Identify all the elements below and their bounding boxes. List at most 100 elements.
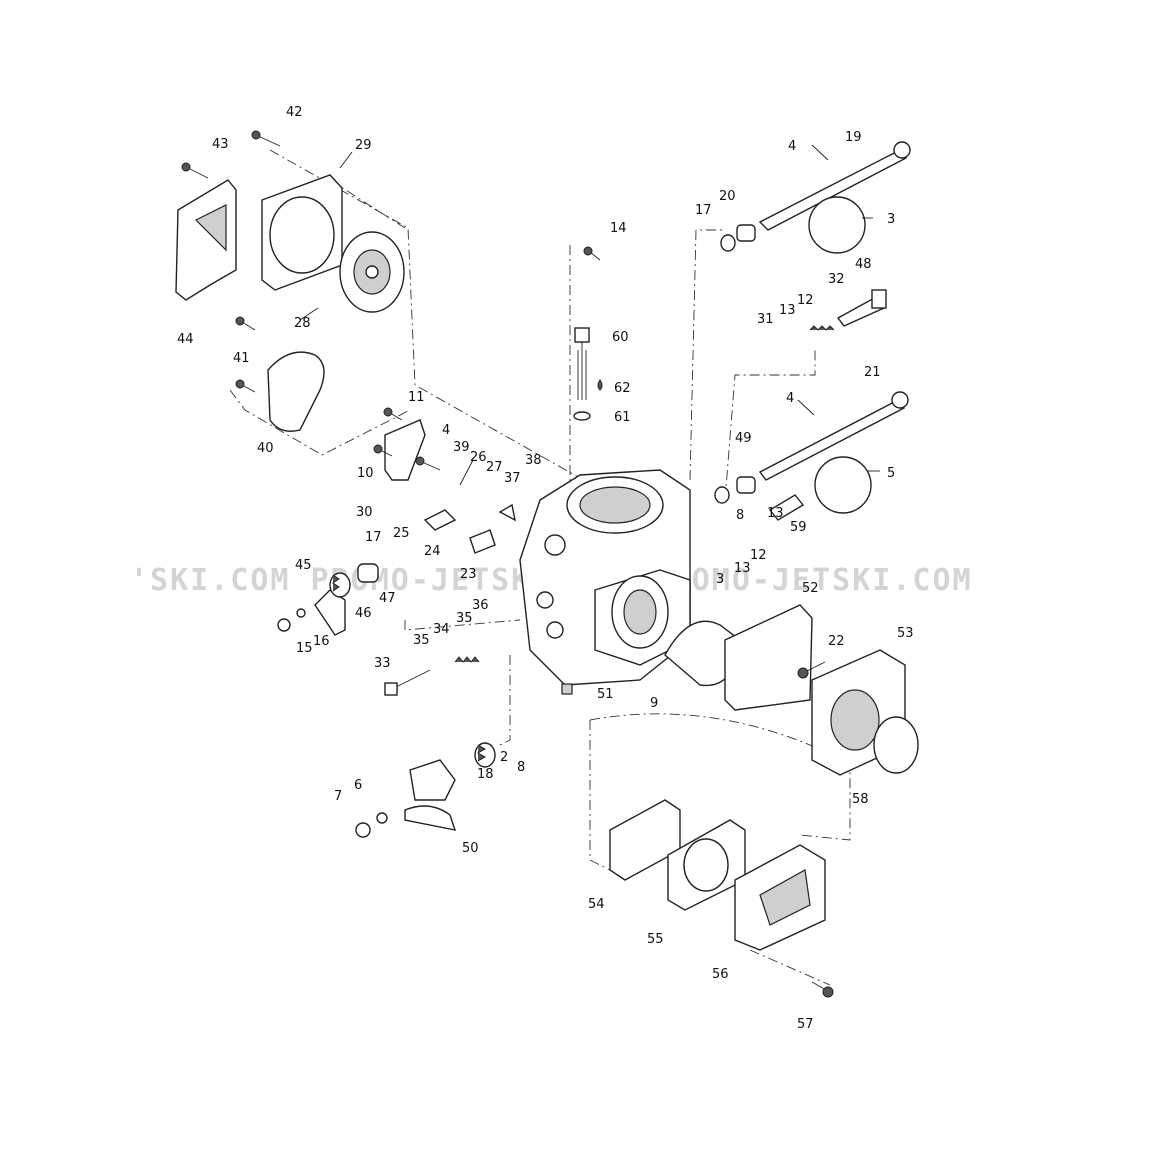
callout-44: 44 xyxy=(177,332,194,347)
bracket-part-44 xyxy=(175,179,237,301)
callout-4: 4 xyxy=(442,423,450,438)
callout-17: 17 xyxy=(695,203,712,218)
callout-35: 35 xyxy=(413,633,430,648)
callout-19: 19 xyxy=(845,130,862,145)
callout-13: 13 xyxy=(734,561,751,576)
callout-58: 58 xyxy=(852,792,869,807)
callout-51: 51 xyxy=(597,687,614,702)
callout-22: 22 xyxy=(828,634,845,649)
callout-28: 28 xyxy=(294,316,311,331)
spring-part-34 xyxy=(454,656,480,663)
callout-50: 50 xyxy=(462,841,479,856)
callout-33: 33 xyxy=(374,656,391,671)
callout-12: 12 xyxy=(750,548,767,563)
callout-leaders xyxy=(299,144,880,486)
callout-14: 14 xyxy=(610,221,627,236)
callout-43: 43 xyxy=(212,137,229,152)
clip-part-51 xyxy=(561,683,573,695)
plate-part-30 xyxy=(384,419,426,481)
screw-part-57 xyxy=(811,981,834,998)
spring-part-2 xyxy=(474,742,496,768)
needle-part-23 xyxy=(469,529,496,554)
callout-5: 5 xyxy=(887,466,895,481)
cover-part-56 xyxy=(734,844,826,951)
callout-3: 3 xyxy=(887,212,895,227)
callout-13: 13 xyxy=(779,303,796,318)
callout-2: 2 xyxy=(500,750,508,765)
callout-6: 6 xyxy=(354,778,362,793)
shaft-part-19 xyxy=(758,141,911,231)
callout-57: 57 xyxy=(797,1017,814,1032)
callout-11: 11 xyxy=(408,390,425,405)
callout-27: 27 xyxy=(486,460,503,475)
callout-46: 46 xyxy=(355,606,372,621)
callout-36: 36 xyxy=(472,598,489,613)
callout-3: 3 xyxy=(716,572,724,587)
callout-7: 7 xyxy=(334,789,342,804)
bolt-part-60 xyxy=(574,327,590,400)
callout-16: 16 xyxy=(313,634,330,649)
callout-38: 38 xyxy=(525,453,542,468)
callout-32: 32 xyxy=(828,272,845,287)
callout-52: 52 xyxy=(802,581,819,596)
callout-18: 18 xyxy=(477,767,494,782)
arm-part-38 xyxy=(498,503,516,522)
o-ring-part-58 xyxy=(873,716,919,774)
callout-49: 49 xyxy=(735,431,752,446)
sleeve-part-47 xyxy=(357,563,379,583)
callout-26: 26 xyxy=(470,450,487,465)
callout-17: 17 xyxy=(365,530,382,545)
washer-part-61 xyxy=(573,411,591,421)
callout-42: 42 xyxy=(286,105,303,120)
shaft-part-21 xyxy=(758,391,909,481)
oil-drop-icon xyxy=(597,379,603,391)
callout-55: 55 xyxy=(647,932,664,947)
screw-part-22 xyxy=(797,661,826,679)
callout-23: 23 xyxy=(460,567,477,582)
callout-numbers: 2 3 3 4 4 4 5 6 7 8 8 9 10 11 12 12 13 1… xyxy=(177,105,914,1032)
callout-56: 56 xyxy=(712,967,729,982)
bushing-part-49 xyxy=(736,476,756,494)
callout-15: 15 xyxy=(296,641,313,656)
washer-part-6 xyxy=(376,812,388,824)
callout-25: 25 xyxy=(393,526,410,541)
spring-part-12 xyxy=(809,325,835,331)
callout-24: 24 xyxy=(424,544,441,559)
callout-53: 53 xyxy=(897,626,914,641)
throttle-cam-part-50 xyxy=(404,759,457,831)
callout-29: 29 xyxy=(355,138,372,153)
callout-61: 61 xyxy=(614,410,631,425)
callout-12: 12 xyxy=(797,293,814,308)
callout-21: 21 xyxy=(864,365,881,380)
callout-48: 48 xyxy=(855,257,872,272)
screw-part-48 xyxy=(836,289,887,327)
callout-54: 54 xyxy=(588,897,605,912)
pump-cover-part-40 xyxy=(267,351,325,432)
callout-62: 62 xyxy=(614,381,631,396)
callout-34: 34 xyxy=(433,622,450,637)
callout-9: 9 xyxy=(650,696,658,711)
callout-4: 4 xyxy=(786,391,794,406)
callout-4: 4 xyxy=(788,139,796,154)
callout-13: 13 xyxy=(767,506,784,521)
callout-59: 59 xyxy=(790,520,807,535)
washer-part-15b xyxy=(296,608,306,618)
callout-31: 31 xyxy=(757,312,774,327)
screw-part-33 xyxy=(384,669,431,696)
nut-part-15 xyxy=(277,618,291,632)
lever-part-16 xyxy=(314,589,346,636)
plate-part-5 xyxy=(814,456,872,514)
gasket-part-52 xyxy=(724,604,813,711)
carburetor-body xyxy=(519,469,691,686)
assembly-guide-lines xyxy=(229,149,851,986)
callout-60: 60 xyxy=(612,330,629,345)
screws-left xyxy=(181,130,441,471)
plate-part-3 xyxy=(808,196,866,254)
callout-45: 45 xyxy=(295,558,312,573)
callout-40: 40 xyxy=(257,441,274,456)
adjuster-part-59 xyxy=(768,494,805,521)
nut-part-7 xyxy=(355,822,371,838)
callout-20: 20 xyxy=(719,189,736,204)
callout-30: 30 xyxy=(356,505,373,520)
